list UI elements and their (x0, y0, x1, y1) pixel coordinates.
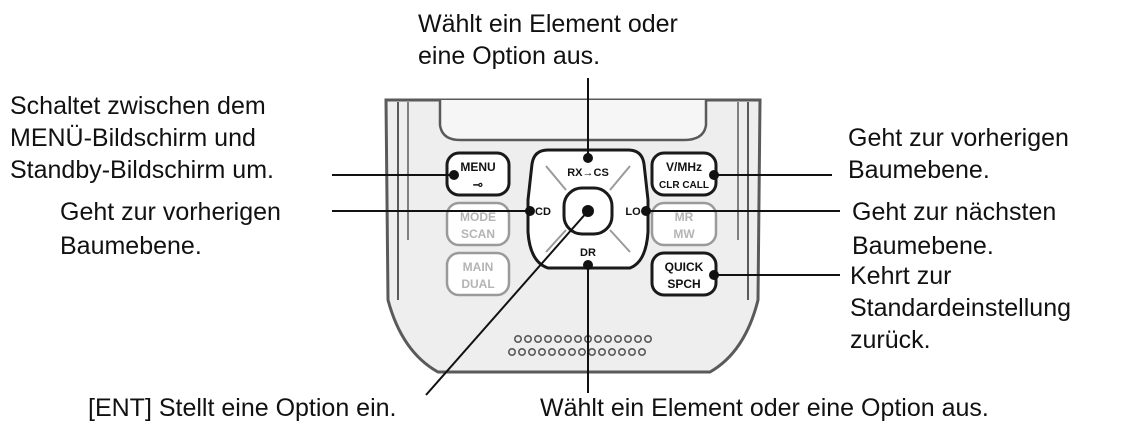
grille-hole (567, 347, 576, 356)
dpad-divider-3 (545, 229, 567, 253)
label-right-back: Geht zur vorherigen Baumebene. (848, 122, 1069, 186)
label-right-back-line-2: Baumebene. (848, 156, 990, 184)
callout-bottom-dot (583, 260, 593, 270)
label-top-select: Wählt ein Element oder eine Option aus. (418, 8, 678, 72)
grille-hole (593, 334, 602, 343)
grille-hole (547, 347, 556, 356)
callout-left-dot (525, 206, 535, 216)
clr-call-key-label: CLR CALL (659, 180, 709, 191)
dpad-down-label: DR (580, 247, 596, 259)
label-quick-reset: Kehrt zur Standardeinstellung zurück. (850, 260, 1071, 356)
label-ent: [ENT] Stellt eine Option ein. (88, 392, 396, 424)
grille-hole (577, 347, 586, 356)
callout-ent (425, 210, 589, 396)
label-menu-line-1: Schaltet zwischen dem (10, 92, 266, 120)
label-top-line-2: eine Option aus. (418, 42, 601, 70)
grille-hole (543, 334, 552, 343)
quick-spch-key[interactable]: QUICK SPCH (650, 251, 718, 297)
grille-hole (603, 334, 612, 343)
label-quick-line-3: zurück. (850, 326, 931, 354)
mode-key-label: MODE (460, 210, 496, 224)
grille-hole (597, 347, 606, 356)
label-menu-line-3: Standby-Bildschirm um. (10, 156, 274, 184)
grille-hole (573, 334, 582, 343)
quick-key-label: QUICK (665, 260, 704, 274)
grille-hole (613, 334, 622, 343)
label-left-back-line-1: Geht zur vorherigen (60, 198, 281, 226)
label-left-back-line-2: Baumebene. (60, 232, 202, 260)
key-lock-icon: ⊸ (473, 177, 484, 192)
vmhz-key-label: V/MHz (666, 160, 702, 174)
grille-hole (607, 347, 616, 356)
grille-hole (527, 347, 536, 356)
mode-scan-key[interactable]: MODE SCAN (445, 201, 511, 247)
speaker-grille (507, 334, 652, 356)
grille-hole (637, 347, 646, 356)
dpad-divider-4 (609, 229, 631, 253)
dual-key-label: DUAL (461, 277, 494, 291)
label-menu-line-2: MENÜ-Bildschirm und (10, 124, 256, 152)
vmhz-key[interactable]: V/MHz CLR CALL (650, 151, 718, 197)
dpad-divider-2 (609, 165, 631, 191)
callout-lines (332, 78, 840, 396)
mr-key-label: MR (675, 210, 694, 224)
main-key-label: MAIN (463, 260, 494, 274)
main-dual-key[interactable]: MAIN DUAL (445, 251, 511, 297)
callout-right-dot (641, 206, 651, 216)
label-menu-toggle: Schaltet zwischen dem MENÜ-Bildschirm un… (10, 90, 274, 186)
spch-key-label: SPCH (667, 277, 700, 291)
label-right-next: Geht zur nächsten Baumebene. (852, 196, 1056, 262)
grille-hole (517, 347, 526, 356)
label-top-line-1: Wählt ein Element oder (418, 10, 678, 38)
grille-hole (633, 334, 642, 343)
callout-quick-dot (709, 270, 719, 280)
mw-key-label: MW (673, 227, 695, 241)
label-bottom-select: Wählt ein Element oder eine Option aus. (540, 392, 989, 424)
callout-menu-dot (449, 170, 459, 180)
callout-vmhz-dot (709, 170, 719, 180)
callout-top-dot (583, 153, 593, 163)
dpad-left-label: CD (535, 206, 551, 218)
grille-hole (617, 347, 626, 356)
label-right-back-line-1: Geht zur vorherigen (848, 124, 1069, 152)
dpad-up-label: RX→CS (567, 167, 609, 179)
label-right-next-line-1: Geht zur nächsten (852, 198, 1057, 226)
grille-hole (537, 347, 546, 356)
display-bezel (438, 100, 708, 142)
label-quick-line-2: Standardeinstellung (850, 294, 1071, 322)
grille-hole (553, 334, 562, 343)
grille-hole (627, 347, 636, 356)
menu-key-label: MENU (460, 160, 495, 174)
dpad-divider-1 (545, 165, 567, 191)
grille-hole (533, 334, 542, 343)
label-bottom-text: Wählt ein Element oder eine Option aus. (540, 394, 989, 422)
scan-key-label: SCAN (461, 227, 495, 241)
grille-hole (523, 334, 532, 343)
grille-hole (507, 347, 516, 356)
dpad-right-label: LO (625, 206, 641, 218)
grille-hole (623, 334, 632, 343)
grille-hole (513, 334, 522, 343)
grille-hole (643, 334, 652, 343)
grille-hole (557, 347, 566, 356)
label-left-back: Geht zur vorherigen Baumebene. (60, 196, 281, 262)
label-quick-line-1: Kehrt zur (850, 262, 952, 290)
mr-mw-key[interactable]: MR MW (650, 201, 718, 247)
grille-hole (563, 334, 572, 343)
label-right-next-line-2: Baumebene. (852, 232, 994, 260)
label-ent-text: [ENT] Stellt eine Option ein. (88, 394, 397, 422)
